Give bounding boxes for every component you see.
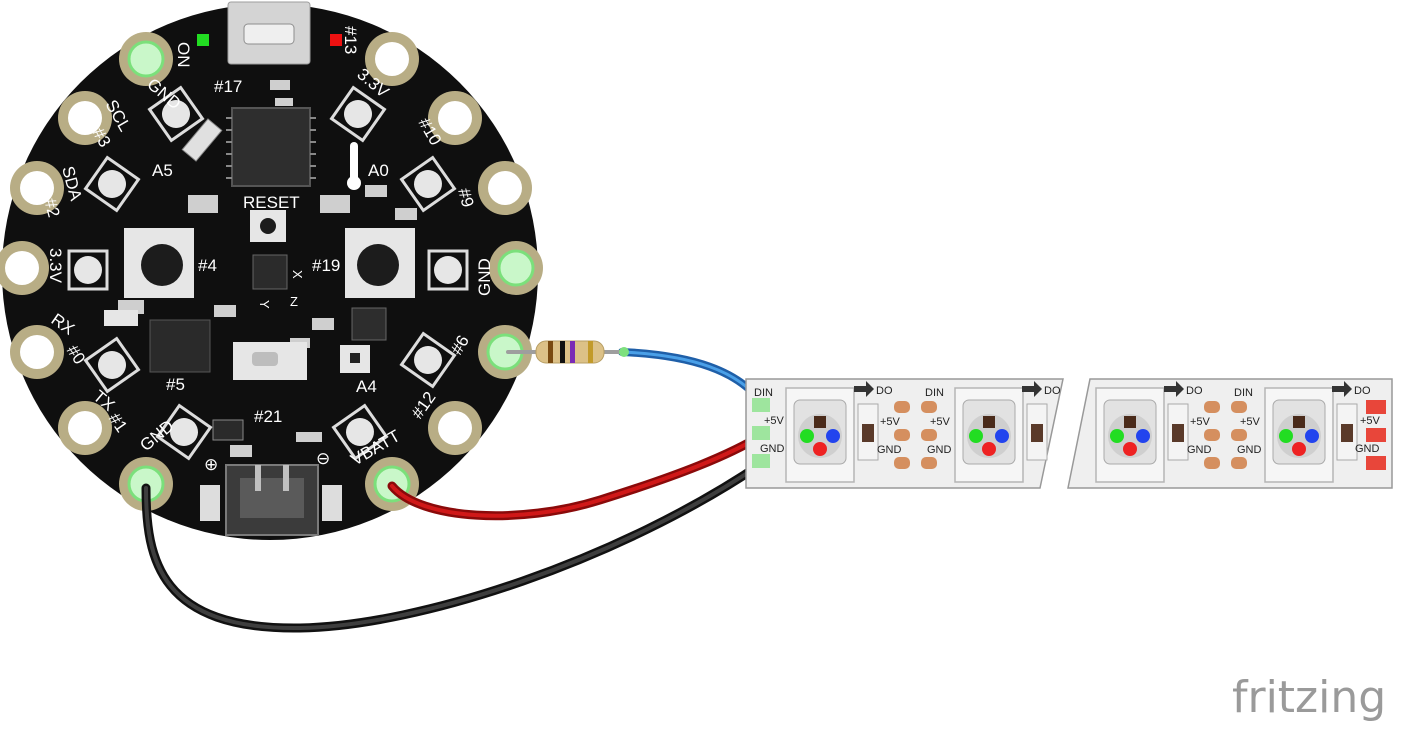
label-a5: A5 xyxy=(152,161,173,180)
label-gnd-right: GND xyxy=(475,258,494,296)
strip-joint-pad xyxy=(894,429,910,441)
label-minus: ⊖ xyxy=(316,449,330,468)
button-b[interactable] xyxy=(357,244,399,286)
strip-joint-pad xyxy=(1231,429,1247,441)
microcontroller-chip xyxy=(231,107,311,187)
label-on: ON xyxy=(174,42,193,68)
soic-chip xyxy=(351,307,387,341)
label-21: #21 xyxy=(254,407,282,426)
strip-label-5v-2: +5V xyxy=(930,416,951,428)
strip-5v-pad[interactable] xyxy=(752,426,770,440)
label-a0: A0 xyxy=(368,161,389,180)
strip-gnd-pad[interactable] xyxy=(752,454,770,468)
strip-joint-pad xyxy=(894,457,910,469)
label-5: #5 xyxy=(166,375,185,394)
strip-label-do-2: DO xyxy=(1044,385,1061,397)
strip-label-5v: +5V xyxy=(764,415,785,427)
strip-label-do-4: DO xyxy=(1354,385,1371,397)
do-arrows xyxy=(854,381,1352,397)
strip-joint-pad xyxy=(1204,457,1220,469)
strip-label-5v-3: +5V xyxy=(1190,416,1211,428)
ir-receiver xyxy=(212,419,244,441)
strip-end-pad-5v xyxy=(1366,428,1386,442)
label-reset: RESET xyxy=(243,193,300,212)
pad-holes xyxy=(5,40,535,503)
strip-led-3 xyxy=(1095,387,1189,483)
strip-label-5v-4: +5V xyxy=(1240,416,1261,428)
light-sensor xyxy=(181,118,223,162)
accelerometer-chip xyxy=(252,254,288,290)
strip-label-gnd-1: GND xyxy=(877,444,902,456)
label-axis-y: Y xyxy=(257,300,272,309)
strip-led-4 xyxy=(1264,387,1358,483)
strip-joint-pad xyxy=(1204,429,1220,441)
strip-joint-pad xyxy=(921,401,937,413)
on-led xyxy=(197,34,209,46)
label-2: #2 xyxy=(40,196,63,219)
strip-joint-pad xyxy=(1231,457,1247,469)
strip-label-din-3: DIN xyxy=(1234,387,1253,399)
label-plus: ⊕ xyxy=(204,455,218,474)
strip-led-1 xyxy=(785,387,879,483)
label-axis-x: X xyxy=(290,270,305,279)
strip-label-gnd-2: GND xyxy=(927,444,952,456)
strip-end-pad-do xyxy=(1366,400,1386,414)
strip-joints xyxy=(894,401,1247,469)
strip-label-gnd-3: GND xyxy=(1187,444,1212,456)
fritzing-watermark: fritzing xyxy=(1232,672,1386,723)
strip-label-gnd: GND xyxy=(760,443,785,455)
strip-joint-pad xyxy=(921,429,937,441)
strip-label-din-2: DIN xyxy=(925,387,944,399)
circuit-playground-board: ON #13 GND #17 3.3V SCL #3 #10 A5 A0 SDA… xyxy=(0,1,543,540)
label-9: #9 xyxy=(454,186,477,209)
strip-joint-pad xyxy=(894,401,910,413)
led-strip: DIN +5V GND DO DIN +5V +5V GND GND DO DO… xyxy=(745,378,1393,489)
strip-joint-pad xyxy=(1231,401,1247,413)
label-13: #13 xyxy=(341,26,360,54)
resistor[interactable] xyxy=(535,340,629,364)
thermometer-icon xyxy=(350,142,358,182)
strip-label-gnd-end: GND xyxy=(1355,443,1380,455)
label-4: #4 xyxy=(198,256,217,275)
strip-label-do-3: DO xyxy=(1186,385,1203,397)
strip-labels: DIN +5V GND DO DIN +5V +5V GND GND DO DO… xyxy=(754,385,1381,456)
strip-din-pad[interactable] xyxy=(752,398,770,412)
strip-joint-pad xyxy=(921,457,937,469)
strip-label-gnd-4: GND xyxy=(1237,444,1262,456)
strip-label-5v-1: +5V xyxy=(880,416,901,428)
label-axis-z: Z xyxy=(290,294,298,309)
strip-end-pad-gnd xyxy=(1366,456,1386,470)
label-3v3-left: 3.3V xyxy=(46,248,65,284)
strip-label-5v-end: +5V xyxy=(1360,415,1381,427)
speaker xyxy=(149,319,211,373)
label-a4: A4 xyxy=(356,377,377,396)
strip-label-do-1: DO xyxy=(876,385,893,397)
strip-label-din: DIN xyxy=(754,387,773,399)
strip-joint-pad xyxy=(1204,401,1220,413)
button-a[interactable] xyxy=(141,244,183,286)
label-19: #19 xyxy=(312,256,340,275)
label-17: #17 xyxy=(214,77,242,96)
led-13 xyxy=(330,34,342,46)
strip-leds xyxy=(785,387,1358,483)
ground-wire-core xyxy=(144,460,766,631)
reset-button[interactable] xyxy=(260,218,276,234)
power-wire-core xyxy=(390,432,766,518)
onboard-neopixels xyxy=(67,85,469,461)
ir-transmitter xyxy=(104,310,138,326)
strip-led-2 xyxy=(954,387,1048,483)
